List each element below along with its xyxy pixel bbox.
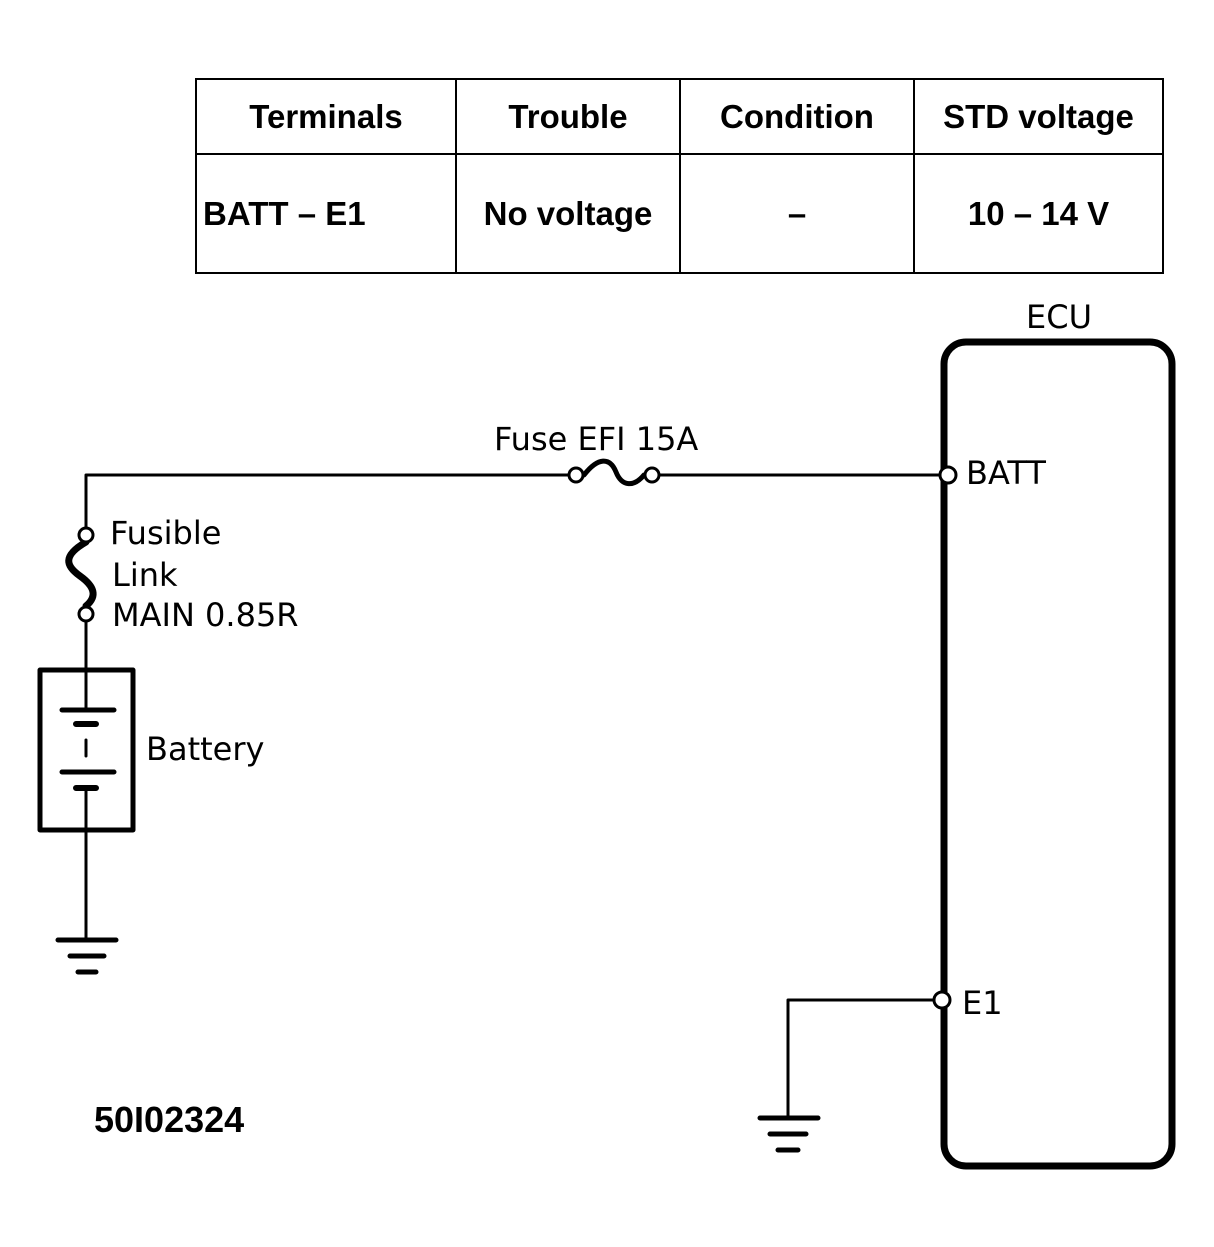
wire-e1-ground: [786, 998, 936, 1120]
wire-top-left: [84, 473, 570, 529]
fuse-terminal-left: [567, 466, 585, 484]
e1-terminal-label: E1: [962, 984, 1003, 1022]
table-row: BATT – E1 No voltage – 10 – 14 V: [195, 153, 1164, 274]
fuse-element-icon: [581, 458, 647, 487]
fuse-label: Fuse EFI 15A: [494, 420, 698, 458]
fusible-link-label-1: Fusible: [110, 514, 221, 552]
battery-label: Battery: [146, 730, 264, 768]
table-header-row: Terminals Trouble Condition STD voltage: [195, 78, 1164, 155]
header-condition: Condition: [679, 78, 915, 155]
header-trouble: Trouble: [455, 78, 681, 155]
cell-condition: –: [679, 153, 915, 274]
fuse-terminal-right: [643, 466, 661, 484]
fusible-link-terminal-top: [77, 526, 95, 544]
cell-terminals: BATT – E1: [195, 153, 457, 274]
fusible-link-label-2: Link: [112, 556, 178, 594]
fusible-link-terminal-bottom: [77, 605, 95, 623]
batt-terminal-node: [938, 465, 958, 485]
ground-left-icon: [55, 937, 119, 975]
ecu-label: ECU: [1026, 298, 1092, 336]
figure-code: 50I02324: [94, 1099, 244, 1140]
cell-trouble: No voltage: [455, 153, 681, 274]
battery-cell-icon: [60, 668, 116, 832]
fusible-link-label-3: MAIN 0.85R: [112, 596, 299, 634]
batt-terminal-label: BATT: [966, 454, 1046, 492]
header-terminals: Terminals: [195, 78, 457, 155]
ground-right-icon: [757, 1115, 821, 1153]
e1-terminal-node: [932, 990, 952, 1010]
cell-std-voltage: 10 – 14 V: [913, 153, 1164, 274]
ecu-box: [940, 338, 1176, 1170]
fusible-link-icon: [65, 538, 97, 610]
spec-table: Terminals Trouble Condition STD voltage …: [195, 78, 1164, 274]
header-std-voltage: STD voltage: [913, 78, 1164, 155]
